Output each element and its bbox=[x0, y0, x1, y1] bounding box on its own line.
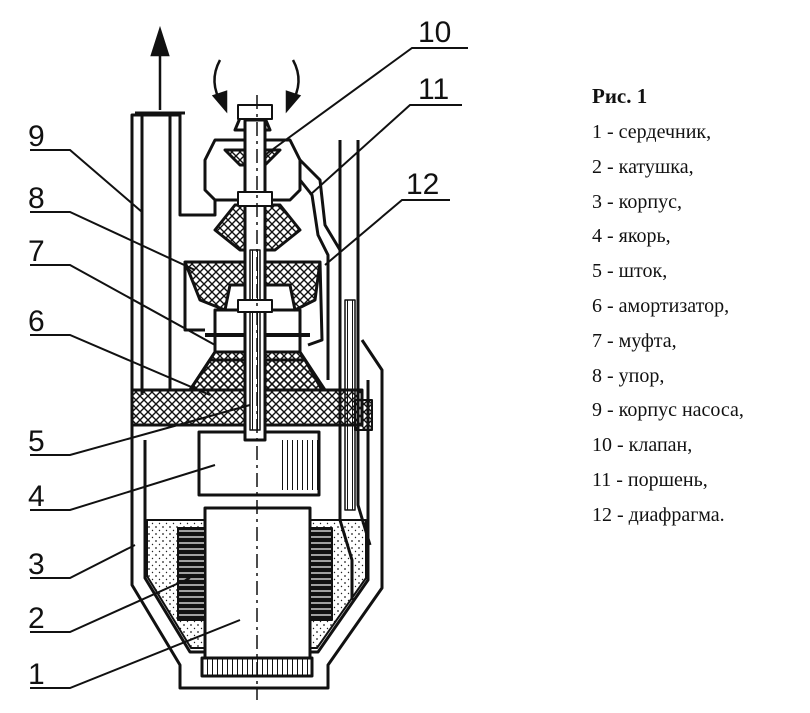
legend: Рис. 1 1 - сердечник, 2 - катушка, 3 - к… bbox=[592, 84, 802, 533]
leader-5 bbox=[30, 404, 251, 456]
side-ring bbox=[354, 399, 373, 431]
legend-item-3: 3 - корпус, bbox=[592, 190, 682, 213]
leader-12 bbox=[324, 199, 450, 266]
legend-item-10: 10 - клапан, bbox=[592, 434, 693, 457]
leader-4 bbox=[30, 464, 216, 511]
leader-6 bbox=[30, 334, 211, 396]
stop-ring bbox=[183, 260, 322, 312]
callout-7: 7 bbox=[28, 235, 45, 268]
side-channel bbox=[338, 140, 372, 600]
coil-right bbox=[309, 527, 333, 621]
legend-item-1: 1 - сердечник, bbox=[592, 121, 712, 143]
diaphragm-inner bbox=[298, 179, 330, 380]
stem-core bbox=[249, 249, 261, 431]
legend-item-4: 4 - якорь, bbox=[592, 225, 671, 248]
legend-item-9: 9 - корпус насоса, bbox=[592, 399, 744, 422]
legend-item-7: 7 - муфта, bbox=[592, 329, 677, 352]
nut-top bbox=[237, 104, 273, 120]
leader-1 bbox=[30, 619, 241, 689]
callout-3: 3 bbox=[28, 548, 45, 581]
coil-left bbox=[177, 527, 206, 621]
leader-7 bbox=[30, 264, 216, 346]
leader-2 bbox=[30, 577, 191, 633]
leader-11 bbox=[309, 104, 462, 196]
leader-10 bbox=[264, 47, 468, 156]
legend-item-5: 5 - шток, bbox=[592, 260, 668, 283]
legend-item-8: 8 - упор, bbox=[592, 364, 665, 387]
callout-6: 6 bbox=[28, 305, 45, 338]
callout-12: 12 bbox=[406, 168, 439, 201]
callout-10: 10 bbox=[418, 16, 451, 49]
inlet-arrow-left-head bbox=[211, 90, 228, 114]
side-channel-wall bbox=[344, 299, 356, 511]
figure-title: Рис. 1 bbox=[592, 84, 648, 108]
leader-3 bbox=[30, 544, 136, 579]
inner-chamber bbox=[183, 261, 324, 347]
legend-item-6: 6 - амортизатор, bbox=[592, 294, 730, 317]
leader-8 bbox=[30, 211, 196, 271]
inlet-arrow-right-head bbox=[285, 90, 302, 114]
callout-4: 4 bbox=[28, 480, 45, 513]
leader-9 bbox=[30, 149, 143, 213]
outlet-tube-inner bbox=[140, 112, 172, 395]
callout-2: 2 bbox=[28, 602, 45, 635]
armature-hatch bbox=[280, 440, 318, 490]
callout-9: 9 bbox=[28, 120, 45, 153]
callout-8: 8 bbox=[28, 182, 45, 215]
legend-item-2: 2 - катушка, bbox=[592, 155, 694, 178]
callout-1: 1 bbox=[28, 658, 45, 691]
callout-11: 11 bbox=[418, 73, 449, 106]
legend-item-11: 11 - поршень, bbox=[592, 468, 708, 491]
nut-low bbox=[237, 299, 273, 313]
callout-5: 5 bbox=[28, 425, 45, 458]
nut-mid bbox=[237, 191, 273, 207]
legend-item-12: 12 - диафрагма. bbox=[592, 503, 725, 526]
outlet-arrow-head bbox=[150, 25, 170, 57]
housing-outer bbox=[130, 339, 384, 690]
